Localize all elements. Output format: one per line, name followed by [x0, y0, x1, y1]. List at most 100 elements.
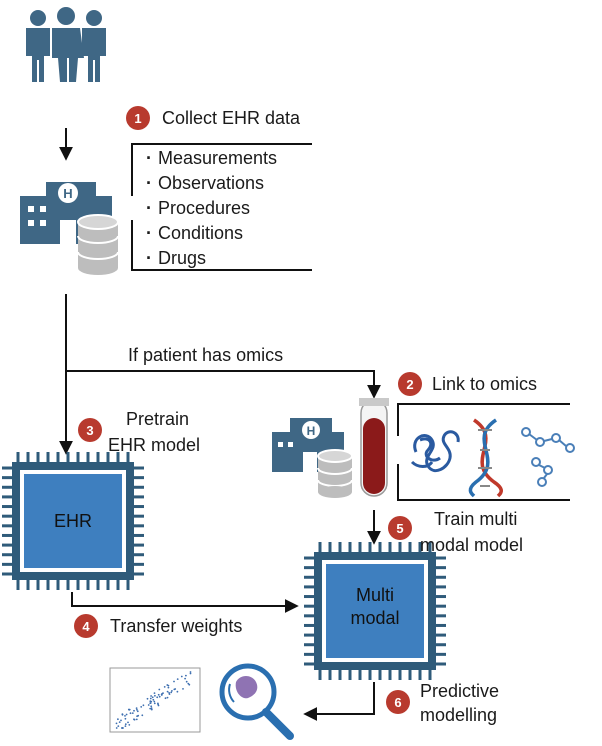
- blood-tube-icon: [359, 398, 389, 497]
- scatter-dot: [173, 680, 175, 683]
- scatter-dot: [187, 682, 190, 685]
- scatter-dot: [124, 723, 127, 726]
- scatter-dot: [168, 693, 171, 695]
- scatter-dot: [115, 722, 118, 725]
- scatter-dot: [124, 717, 127, 720]
- scatter-dot: [135, 718, 138, 721]
- scatter-dot: [176, 678, 179, 680]
- scatter-dot: [167, 686, 170, 689]
- svg-text:H: H: [63, 186, 72, 201]
- scatter-dot: [150, 708, 153, 711]
- magnifier-icon: [219, 663, 294, 740]
- arrow-omics-branch: [66, 370, 381, 399]
- svg-text:H: H: [307, 424, 316, 438]
- scatter-dot: [149, 700, 152, 703]
- step-badge-6: 6: [386, 690, 410, 714]
- step-badge-5: 5: [388, 516, 412, 540]
- step-label-link-omics: Link to omics: [432, 374, 538, 394]
- scatter-dot: [136, 710, 139, 713]
- scatter-dot: [152, 698, 155, 701]
- scatter-dot: [182, 688, 184, 690]
- scatter-dot: [147, 704, 150, 706]
- list-item: Observations: [146, 171, 277, 196]
- step-label-collect: Collect EHR data: [162, 108, 301, 128]
- scatter-dot: [125, 713, 128, 716]
- scatter-dot: [124, 715, 126, 717]
- scatter-dot: [156, 696, 159, 699]
- scatter-dot: [124, 725, 127, 727]
- scatter-dot: [150, 695, 153, 697]
- scatter-dot: [117, 725, 120, 727]
- scatter-plot-icon: [109, 667, 201, 733]
- ehr-items-list: Measurements Observations Procedures Con…: [146, 146, 277, 271]
- scatter-dot: [140, 706, 143, 708]
- scatter-dot: [118, 721, 121, 723]
- scatter-dot: [150, 707, 153, 710]
- chip-icon: [2, 452, 144, 590]
- arrow-transfer-weights: [71, 592, 299, 613]
- ehr-chip-label: EHR: [53, 511, 92, 531]
- scatter-dot: [121, 713, 124, 716]
- dna-helix-icon: [468, 418, 503, 498]
- step-badge-4: 4: [74, 614, 98, 638]
- scatter-dot: [158, 695, 161, 698]
- list-item: Drugs: [146, 246, 277, 271]
- list-item: Procedures: [146, 196, 277, 221]
- scatter-dot: [185, 674, 187, 677]
- database-icon: [317, 449, 353, 498]
- scatter-dot: [166, 696, 169, 699]
- scatter-dot: [133, 718, 135, 721]
- scatter-dot: [170, 691, 173, 694]
- molecule-icon: [521, 427, 575, 487]
- scatter-dot: [184, 677, 187, 680]
- scatter-dot: [158, 688, 161, 691]
- scatter-dot: [128, 724, 131, 726]
- scatter-dot: [153, 700, 156, 703]
- step-badge-1: 1: [126, 106, 150, 130]
- scatter-dot: [171, 690, 173, 692]
- scatter-dot: [149, 702, 152, 704]
- step-label-pretrain-2: EHR model: [108, 435, 201, 455]
- scatter-dot: [173, 688, 176, 691]
- list-item: Conditions: [146, 221, 277, 246]
- step-label-transfer: Transfer weights: [110, 616, 243, 636]
- scatter-dot: [129, 712, 132, 715]
- step-badge-3: 3: [78, 418, 102, 442]
- step-label-train: Train multi: [434, 509, 518, 529]
- step-label-predictive: Predictive: [420, 681, 500, 701]
- scatter-dot: [149, 707, 152, 710]
- scatter-dot: [150, 705, 153, 708]
- step-label-train-2: modal model: [420, 535, 524, 555]
- chip-icon: [304, 542, 446, 680]
- step-label-pretrain: Pretrain: [126, 409, 190, 429]
- scatter-dot: [157, 693, 160, 696]
- database-icon: [77, 214, 119, 275]
- scatter-dot: [162, 692, 164, 694]
- scatter-dot: [121, 727, 123, 729]
- scatter-dot: [189, 672, 192, 675]
- branch-label: If patient has omics: [128, 345, 284, 365]
- scatter-dot: [154, 694, 156, 697]
- list-item: Measurements: [146, 146, 277, 171]
- scatter-dot: [180, 675, 183, 678]
- scatter-dot: [153, 702, 156, 705]
- scatter-dot: [164, 697, 167, 700]
- scatter-dot: [120, 719, 122, 722]
- scatter-dot: [135, 707, 138, 709]
- scatter-dot: [115, 727, 118, 729]
- arrow-to-prediction: [303, 682, 375, 721]
- scatter-dot: [136, 715, 139, 718]
- step-label-predictive-2: modelling: [420, 705, 498, 725]
- scatter-dot: [141, 714, 144, 717]
- scatter-dot: [166, 690, 169, 693]
- scatter-dot: [136, 708, 138, 711]
- multimodal-line-2: modal: [350, 608, 400, 629]
- scatter-dot: [153, 692, 156, 694]
- scatter-dot: [127, 721, 129, 724]
- scatter-dot: [151, 696, 154, 699]
- scatter-dot: [117, 718, 119, 721]
- people-icon: [26, 7, 106, 82]
- scatter-dot: [146, 697, 149, 700]
